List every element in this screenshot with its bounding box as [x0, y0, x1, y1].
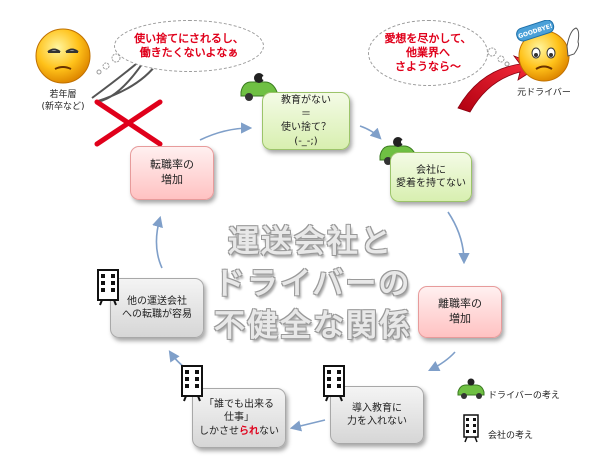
arrow-right-to-red: [447, 211, 470, 265]
box-no-attachment: 会社に 愛着を持てない: [390, 152, 472, 202]
legend-company-label: 会社の考え: [488, 431, 534, 441]
legend-driver-icon: [457, 378, 485, 399]
company-building-icon: [323, 365, 345, 402]
young-label: 若年層 (新卒など): [41, 90, 85, 112]
arrow-left-to-leftred: [152, 215, 163, 269]
goodbye-face-icon: GOODBYE!: [516, 20, 580, 82]
box-easy-job-change: 他の運送会社 への転職が容易: [110, 278, 204, 338]
box-job-change-increase: 転職率の 増加: [130, 146, 214, 200]
legend-driver-label: ドライバーの考え: [488, 391, 560, 401]
box-simple-work-only: 「誰でも出来る 仕事」 しかさせられない: [192, 388, 286, 448]
title-line-1: 運送会社と: [228, 224, 393, 260]
red-x-mark: [94, 99, 163, 147]
thought-dots: [487, 47, 510, 67]
arrow-left-to-top: [199, 122, 253, 141]
arrow-red-to-bottom: [427, 351, 456, 372]
company-building-icon: [97, 269, 119, 306]
simple-work-text: 「誰でも出来る 仕事」 しかさせ: [199, 398, 274, 437]
box-no-induction-training: 導入教育に 力を入れない: [330, 386, 424, 444]
simple-work-suffix: ない: [259, 425, 279, 437]
legend-company-icon: [463, 414, 479, 443]
box-turnover-increase: 離職率の 増加: [418, 286, 502, 338]
arrow-top-to-right: [359, 125, 382, 140]
young-swoosh: [91, 51, 159, 103]
company-building-icon: [181, 365, 203, 402]
former-label: 元ドライバー: [517, 88, 571, 98]
box-no-education: 教育がない ＝ 使い捨て？ (-_-;): [262, 92, 350, 150]
young-speech-bubble: 使い捨てにされるし、 働きたくないよなぁ: [114, 20, 264, 72]
title-line-2: ドライバーの: [214, 266, 412, 302]
simple-work-emphasis: られ: [239, 425, 259, 437]
title-line-3: 不健全な関係: [214, 308, 412, 344]
arrow-bottom-to-bottomleft: [289, 419, 326, 432]
former-speech-bubble: 愛想を尽かして、 他業界へ さようなら～: [368, 20, 488, 86]
thought-dots: [96, 53, 121, 75]
sleepy-face-icon: [35, 28, 91, 84]
